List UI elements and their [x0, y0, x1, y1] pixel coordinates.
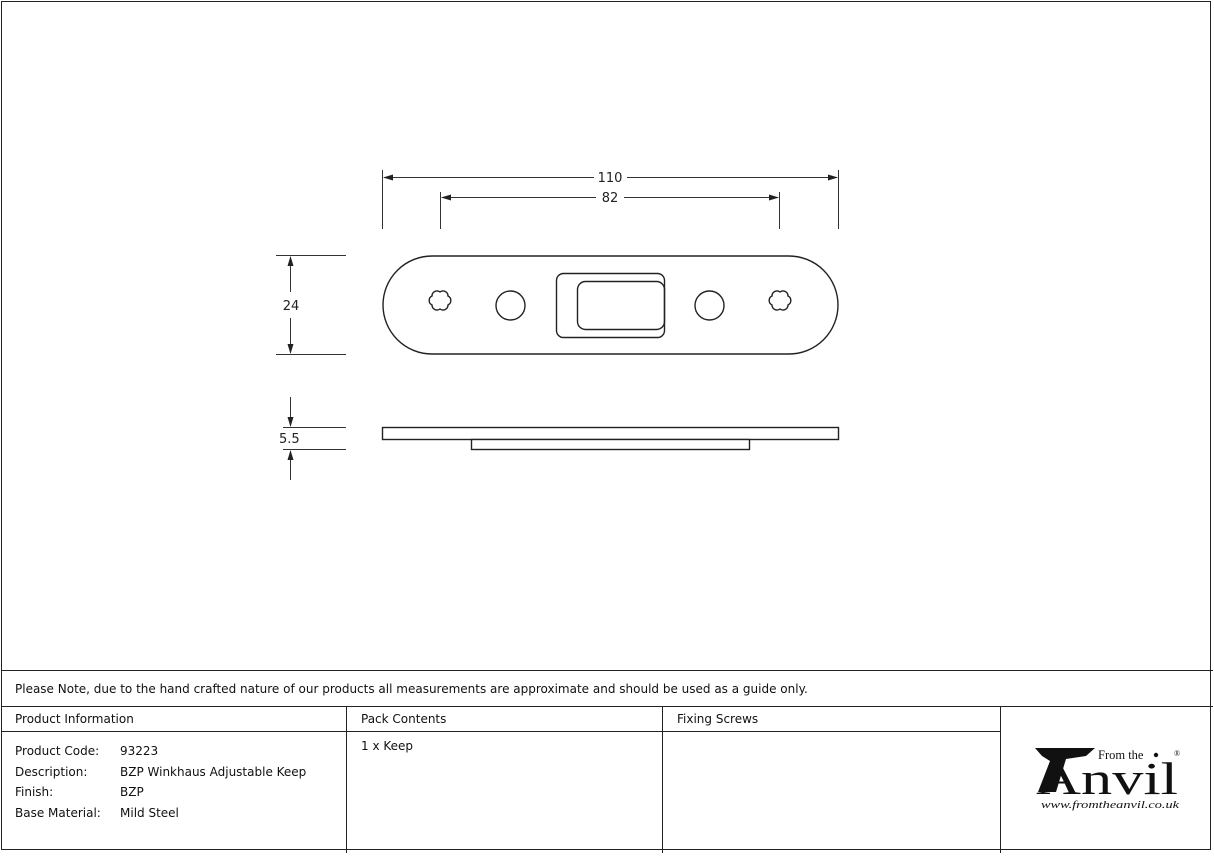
dim-5-5-label: 5.5: [279, 432, 300, 447]
left-flower-hole: [428, 290, 452, 311]
logo-from-the: From the: [1098, 748, 1144, 762]
dimension-thickness: [283, 397, 346, 480]
base-material-label: Base Material:: [15, 805, 101, 820]
dim-82-label: 82: [602, 191, 619, 206]
right-round-hole: [694, 290, 725, 321]
description-value: BZP Winkhaus Adjustable Keep: [120, 764, 307, 779]
dimension-overall-length: [382, 170, 839, 229]
logo-brand: Anvil: [1036, 753, 1178, 804]
base-material-value: Mild Steel: [120, 805, 179, 820]
finish-row: Finish: BZP: [15, 782, 346, 803]
description-row: Description: BZP Winkhaus Adjustable Kee…: [15, 762, 346, 783]
dim-24-label: 24: [283, 299, 300, 314]
pack-contents-item: 1 x Keep: [361, 739, 414, 753]
product-info-table: Product Information Product Code: 93223 …: [1, 706, 1213, 853]
right-flower-hole: [768, 290, 792, 311]
product-code-label: Product Code:: [15, 744, 100, 759]
from-the-anvil-logo: From the ® Anvil www.fromtheanvil.co.uk: [1000, 706, 1212, 852]
finish-label: Finish:: [15, 785, 54, 800]
technical-drawing: 110 82 24 5.5: [276, 170, 840, 480]
product-code-row: Product Code: 93223: [15, 741, 346, 762]
dimension-width: [276, 255, 346, 355]
outer-slot: [555, 272, 666, 339]
product-info-header: Product Information: [1, 707, 346, 732]
description-label: Description:: [15, 764, 88, 779]
inner-slot: [576, 280, 666, 331]
side-view: [381, 426, 840, 451]
top-view: [382, 255, 839, 355]
base-material-row: Base Material: Mild Steel: [15, 803, 346, 824]
logo-registered: ®: [1174, 749, 1180, 758]
left-round-hole: [495, 290, 526, 321]
fixing-screws-column: Fixing Screws: [663, 707, 1001, 853]
product-info-column: Product Information Product Code: 93223 …: [1, 707, 347, 853]
logo-url: www.fromtheanvil.co.uk: [1041, 799, 1180, 811]
dim-110-label: 110: [598, 171, 623, 186]
anvil-icon: [1035, 748, 1095, 792]
pack-contents-header: Pack Contents: [347, 707, 662, 732]
product-code-value: 93223: [120, 744, 159, 759]
measurement-note: Please Note, due to the hand crafted nat…: [1, 670, 1213, 707]
finish-value: BZP: [120, 785, 144, 800]
pack-contents-column: Pack Contents 1 x Keep: [347, 707, 663, 853]
dimension-hole-centres: [440, 192, 780, 229]
fixing-screws-header: Fixing Screws: [663, 707, 1000, 732]
